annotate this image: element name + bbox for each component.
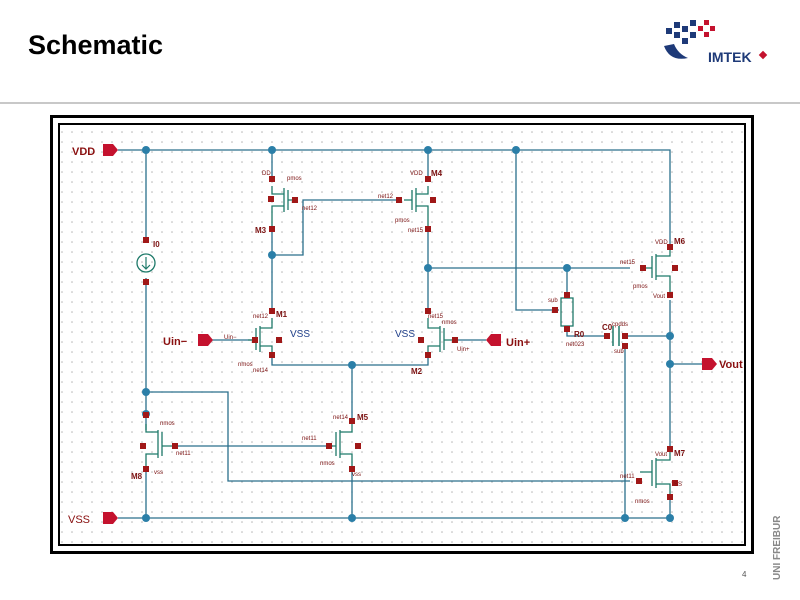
transistor-m6	[640, 250, 671, 296]
m1-label: M1	[276, 310, 288, 319]
m5-label: M5	[357, 413, 369, 422]
m6-vout-label: Vout	[653, 294, 665, 300]
m2-label: M2	[411, 367, 423, 376]
m2-vss-label: VSS	[395, 329, 415, 340]
vout-pin	[702, 358, 717, 370]
m3-vdd-label: DD	[262, 171, 271, 177]
capacitor-c0	[604, 326, 628, 349]
m6-type-label: pmos	[633, 284, 648, 290]
junction-node	[268, 251, 276, 259]
current-source-i0	[136, 237, 156, 285]
m1-net14-label: net14	[253, 368, 269, 374]
m4-vdd-label: VDD	[410, 171, 423, 177]
uin-minus-pin	[198, 334, 213, 346]
junction-node	[142, 388, 150, 396]
vdd-pin	[103, 144, 118, 156]
m7-vout-label: Vout	[655, 452, 667, 458]
m5-vss-label: vss	[352, 472, 361, 478]
slide-title: Schematic	[28, 30, 164, 60]
m8-net11-label: net11	[176, 451, 191, 457]
transistor-m7	[640, 452, 671, 496]
c0-cpdds-label: cpdds	[612, 322, 628, 328]
m5-net14-label: net14	[333, 415, 349, 421]
junction-node	[512, 146, 520, 154]
m7-type-label: nmos	[635, 499, 650, 505]
transistor-m3	[271, 186, 292, 226]
transistor-m2	[427, 318, 452, 352]
m7-ss-label: SS	[674, 482, 682, 488]
vss-pin	[103, 512, 118, 524]
page-number: 4	[742, 570, 747, 579]
vdd-pin-label: VDD	[72, 146, 95, 158]
m5-type-label: nmos	[320, 461, 335, 467]
m4-label: M4	[431, 169, 443, 178]
resistor-r0	[552, 292, 574, 332]
m6-net15-label: net15	[620, 260, 636, 266]
pins	[103, 144, 717, 524]
imtek-logo: IMTEK	[664, 20, 768, 65]
uin-plus-pin-label: Uin+	[506, 337, 530, 349]
m4-type-label: pmos	[395, 218, 410, 224]
junction-node	[424, 146, 432, 154]
c0-sub-label: sub	[614, 349, 624, 355]
junction-node	[142, 514, 150, 522]
uin-plus-pin	[486, 334, 501, 346]
m7-net11-label: net11	[620, 474, 635, 480]
m1-gate-label: Uin−	[224, 335, 237, 341]
i0-label: I0	[153, 240, 160, 249]
m8-label: M8	[131, 472, 143, 481]
junction-node	[142, 146, 150, 154]
university-logo: UNI FREIBURG	[772, 516, 783, 580]
m3-label: M3	[255, 226, 267, 235]
junction-node	[348, 361, 356, 369]
m5-net11-label: net11	[302, 436, 317, 442]
transistor-m8	[145, 424, 172, 466]
uin-minus-pin-label: Uin−	[163, 336, 187, 348]
r0-label: R0	[574, 330, 585, 339]
m4-net15-label: net15	[408, 228, 424, 234]
vss-pin-label: VSS	[68, 514, 90, 526]
junction-node	[424, 264, 432, 272]
junction-node	[666, 514, 674, 522]
m2-net15-label: net15	[428, 314, 444, 320]
transistor-m4	[404, 186, 429, 226]
m1-type-label: nmos	[238, 362, 253, 368]
header-divider	[0, 102, 800, 104]
c0-label: C0	[602, 323, 613, 332]
m8-type-label: nmos	[160, 421, 175, 427]
m3-type-label: pmos	[287, 176, 302, 182]
m2-type-label: nmos	[442, 320, 457, 326]
svg-text:IMTEK: IMTEK	[708, 49, 752, 65]
m1-net12-label: net12	[253, 314, 269, 320]
grid-background	[58, 123, 746, 546]
m8-vss-label: vss	[154, 470, 163, 476]
m2-gate-label: Uin+	[457, 347, 470, 353]
junction-node	[666, 360, 674, 368]
net023-label: net023	[566, 342, 585, 348]
m6-label: M6	[674, 237, 686, 246]
transistor-m5	[330, 424, 353, 468]
m1-vss-label: VSS	[290, 329, 310, 340]
m4-net12-label: net12	[378, 194, 394, 200]
junction-node	[666, 332, 674, 340]
junction-node	[268, 146, 276, 154]
m7-label: M7	[674, 449, 686, 458]
m3-net12-label: net12	[302, 206, 318, 212]
junction-node	[348, 514, 356, 522]
svg-text:UNI FREIBURG: UNI FREIBURG	[772, 516, 783, 580]
vout-pin-label: Vout	[719, 359, 743, 371]
junction-node	[621, 514, 629, 522]
r0-sub-label: sub	[548, 298, 558, 304]
junction-node	[563, 264, 571, 272]
m6-vdd-label: VDD	[655, 240, 668, 246]
